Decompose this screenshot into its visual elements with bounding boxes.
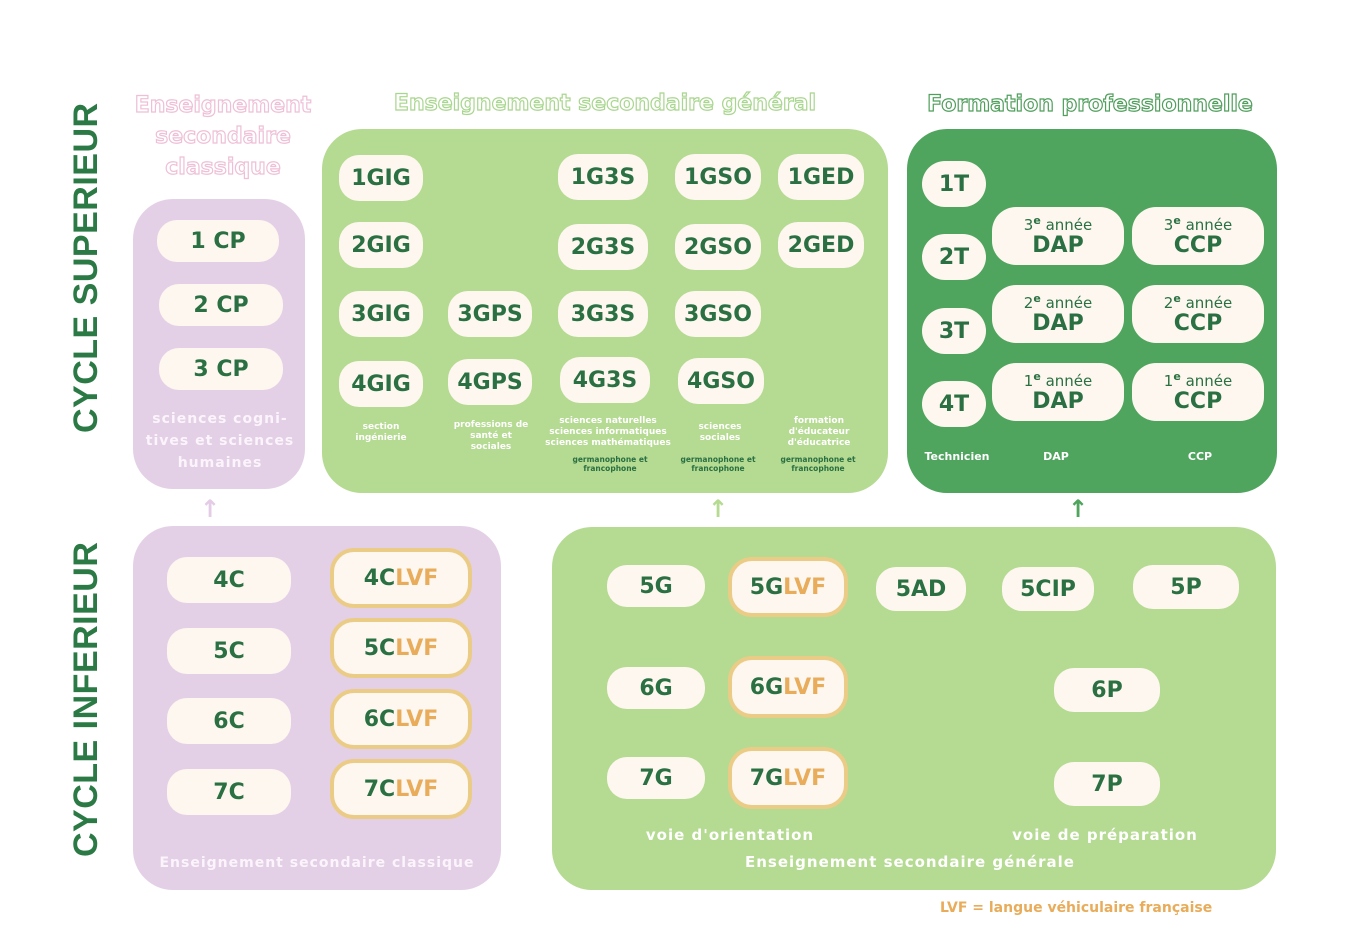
- pill-2ged[interactable]: 2GED: [778, 222, 864, 268]
- pill-6c-lvf-suffix: LVF: [395, 706, 439, 732]
- pill-7g-lvf-suffix: LVF: [783, 765, 827, 791]
- caption-gso-lang: germanophone et francophone: [680, 455, 756, 473]
- dap-3-year: 3e année: [1023, 214, 1093, 234]
- caption-classique-sup: sciences cogni-tives et sciences humaine…: [145, 411, 295, 471]
- pill-5ad[interactable]: 5AD: [876, 567, 966, 611]
- pill-5cip[interactable]: 5CIP: [1002, 567, 1094, 611]
- title-professionnelle: Formation professionnelle: [927, 91, 1254, 117]
- pill-7c-lvf-base: 7C: [363, 776, 396, 802]
- pill-4c-lvf-suffix: LVF: [395, 565, 439, 591]
- caption-gso: sciences sociales: [698, 422, 742, 443]
- pill-2t[interactable]: 2T: [922, 234, 986, 280]
- pill-1gig[interactable]: 1GIG: [339, 155, 423, 201]
- caption-ged: formation d'éducateur d'éducatrice: [787, 416, 851, 448]
- pill-5c-lvf-base: 5C: [363, 635, 396, 661]
- caption-gig: section ingénierie: [355, 422, 407, 443]
- pill-4gps[interactable]: 4GPS: [448, 359, 532, 405]
- pill-2gso[interactable]: 2GSO: [675, 224, 761, 270]
- pill-3cp[interactable]: 3 CP: [159, 348, 283, 390]
- pill-5c[interactable]: 5C: [167, 628, 291, 674]
- caption-orientation: voie d'orientation: [645, 826, 815, 844]
- ccp-2-year: 2e année: [1163, 292, 1233, 312]
- pill-1t[interactable]: 1T: [922, 161, 986, 207]
- ccp-3-label: CCP: [1173, 233, 1223, 258]
- title-classique: Enseignement secondaire classique: [134, 92, 312, 180]
- dap-3-label: DAP: [1032, 233, 1084, 258]
- ccp-1-year: 1e année: [1163, 370, 1233, 390]
- pill-3g3s[interactable]: 3G3S: [558, 291, 648, 337]
- pill-ccp-3[interactable]: 3e année CCP: [1132, 207, 1264, 265]
- pill-6g[interactable]: 6G: [607, 667, 705, 709]
- ccp-2-label: CCP: [1173, 311, 1223, 336]
- pill-3gps[interactable]: 3GPS: [448, 291, 532, 337]
- caption-gps: professions de santé et sociales: [453, 420, 529, 452]
- caption-ged-lang: germanophone et francophone: [780, 455, 856, 473]
- pill-1g3s[interactable]: 1G3S: [558, 154, 648, 200]
- pill-7g[interactable]: 7G: [607, 757, 705, 799]
- caption-dap: DAP: [1043, 450, 1069, 463]
- dap-2-year: 2e année: [1023, 292, 1093, 312]
- pill-5p[interactable]: 5P: [1133, 565, 1239, 609]
- pill-1gso[interactable]: 1GSO: [675, 154, 761, 200]
- dap-1-label: DAP: [1032, 389, 1084, 414]
- legend-lvf: LVF = langue véhiculaire française: [940, 900, 1213, 916]
- arrow-up-classique: ↑: [200, 495, 221, 523]
- pill-7g-lvf-base: 7G: [749, 765, 784, 791]
- pill-2cp[interactable]: 2 CP: [159, 284, 283, 326]
- pill-ccp-1[interactable]: 1e année CCP: [1132, 363, 1264, 421]
- pill-3gig[interactable]: 3GIG: [339, 291, 423, 337]
- pill-6g-lvf-base: 6G: [749, 674, 784, 700]
- caption-technicien: Technicien: [924, 450, 990, 463]
- pill-6c[interactable]: 6C: [167, 698, 291, 744]
- pill-6g-lvf-suffix: LVF: [783, 674, 827, 700]
- pill-dap-1[interactable]: 1e année DAP: [992, 363, 1124, 421]
- ccp-1-label: CCP: [1173, 389, 1223, 414]
- pill-dap-3[interactable]: 3e année DAP: [992, 207, 1124, 265]
- pill-5g-lvf-base: 5G: [749, 574, 784, 600]
- pill-1cp[interactable]: 1 CP: [157, 220, 279, 262]
- pill-4g3s[interactable]: 4G3S: [560, 357, 650, 403]
- pill-6c-lvf-base: 6C: [363, 706, 396, 732]
- caption-classique-inf: Enseignement secondaire classique: [159, 855, 475, 871]
- caption-g3s-lang: germanophone et francophone: [572, 455, 648, 473]
- pill-4gig[interactable]: 4GIG: [339, 361, 423, 407]
- ccp-3-year: 3e année: [1163, 214, 1233, 234]
- pill-7c-lvf-suffix: LVF: [395, 776, 439, 802]
- pill-3t[interactable]: 3T: [922, 308, 986, 354]
- pill-4gso[interactable]: 4GSO: [678, 358, 764, 404]
- dap-1-year: 1e année: [1023, 370, 1093, 390]
- pill-7c[interactable]: 7C: [167, 769, 291, 815]
- pill-2gig[interactable]: 2GIG: [339, 222, 423, 268]
- cycle-inferieur-label: CYCLE INFERIEUR: [67, 541, 105, 857]
- pill-7p[interactable]: 7P: [1054, 762, 1160, 806]
- pill-2g3s[interactable]: 2G3S: [558, 224, 648, 270]
- caption-ccp: CCP: [1187, 450, 1213, 463]
- pill-5g[interactable]: 5G: [607, 565, 705, 607]
- dap-2-label: DAP: [1032, 311, 1084, 336]
- pill-4c-lvf-base: 4C: [363, 565, 396, 591]
- pill-ccp-2[interactable]: 2e année CCP: [1132, 285, 1264, 343]
- arrow-up-professionnelle: ↑: [1068, 495, 1089, 523]
- title-general: Enseignement secondaire général: [393, 90, 817, 116]
- caption-preparation: voie de préparation: [1012, 826, 1198, 844]
- cycle-superieur-label: CYCLE SUPERIEUR: [67, 102, 105, 433]
- caption-g3s: sciences naturelles sciences informatiqu…: [545, 416, 671, 448]
- pill-4t[interactable]: 4T: [922, 381, 986, 427]
- pill-5g-lvf-suffix: LVF: [783, 574, 827, 600]
- pill-5c-lvf-suffix: LVF: [395, 635, 439, 661]
- pill-4c[interactable]: 4C: [167, 557, 291, 603]
- pill-1ged[interactable]: 1GED: [778, 154, 864, 200]
- caption-general-inf: Enseignement secondaire générale: [744, 853, 1075, 871]
- pill-3gso[interactable]: 3GSO: [675, 291, 761, 337]
- pill-dap-2[interactable]: 2e année DAP: [992, 285, 1124, 343]
- pill-6p[interactable]: 6P: [1054, 668, 1160, 712]
- arrow-up-general: ↑: [708, 495, 729, 523]
